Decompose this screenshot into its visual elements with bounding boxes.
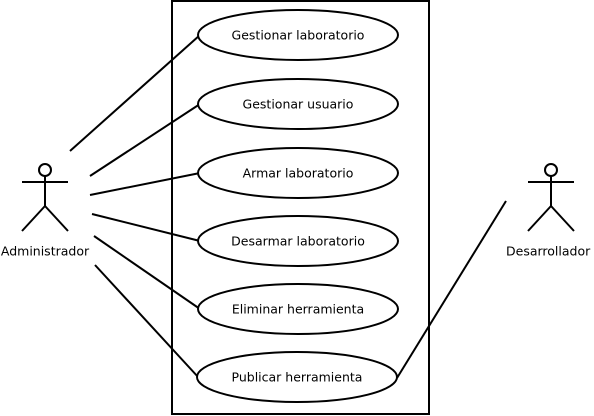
use-case[interactable]: Gestionar usuario xyxy=(197,78,399,130)
use-case-ellipse xyxy=(197,78,399,130)
use-case-ellipse xyxy=(196,351,398,403)
association-line xyxy=(89,172,201,196)
association-line xyxy=(91,213,201,242)
actor-leg-icon xyxy=(44,205,69,232)
associations xyxy=(69,34,507,379)
use-case-ellipse xyxy=(197,9,399,61)
association-line xyxy=(69,34,201,152)
actor-label-administrador: Administrador xyxy=(1,244,90,259)
association-line xyxy=(89,103,201,177)
association-line xyxy=(94,264,200,379)
actor-desarrollador[interactable] xyxy=(527,163,575,232)
use-case[interactable]: Eliminar herramienta xyxy=(197,283,399,335)
use-case[interactable]: Publicar herramienta xyxy=(196,351,398,403)
use-case-label: Armar laboratorio xyxy=(243,166,354,181)
actor-leg-icon xyxy=(527,205,552,232)
actor-administrador[interactable] xyxy=(21,163,69,232)
system-boundary xyxy=(171,0,430,415)
use-case-ellipse xyxy=(197,147,399,199)
use-case-ellipse xyxy=(197,283,399,335)
actor-leg-icon xyxy=(550,205,575,232)
actor-head-icon xyxy=(544,163,558,177)
use-case-label: Desarmar laboratorio xyxy=(231,234,365,249)
use-case-label: Publicar herramienta xyxy=(232,370,363,385)
use-case-label: Gestionar usuario xyxy=(243,97,354,112)
association-line xyxy=(93,235,201,310)
actor-leg-icon xyxy=(21,205,46,232)
association-line xyxy=(396,200,507,379)
use-case[interactable]: Gestionar laboratorio xyxy=(197,9,399,61)
use-case[interactable]: Armar laboratorio xyxy=(197,147,399,199)
use-case-label: Eliminar herramienta xyxy=(232,302,364,317)
actor-label-desarrollador: Desarrollador xyxy=(506,244,591,259)
actor-head-icon xyxy=(38,163,52,177)
use-case-ellipse xyxy=(197,215,399,267)
use-case-label: Gestionar laboratorio xyxy=(232,28,365,43)
use-case[interactable]: Desarmar laboratorio xyxy=(197,215,399,267)
